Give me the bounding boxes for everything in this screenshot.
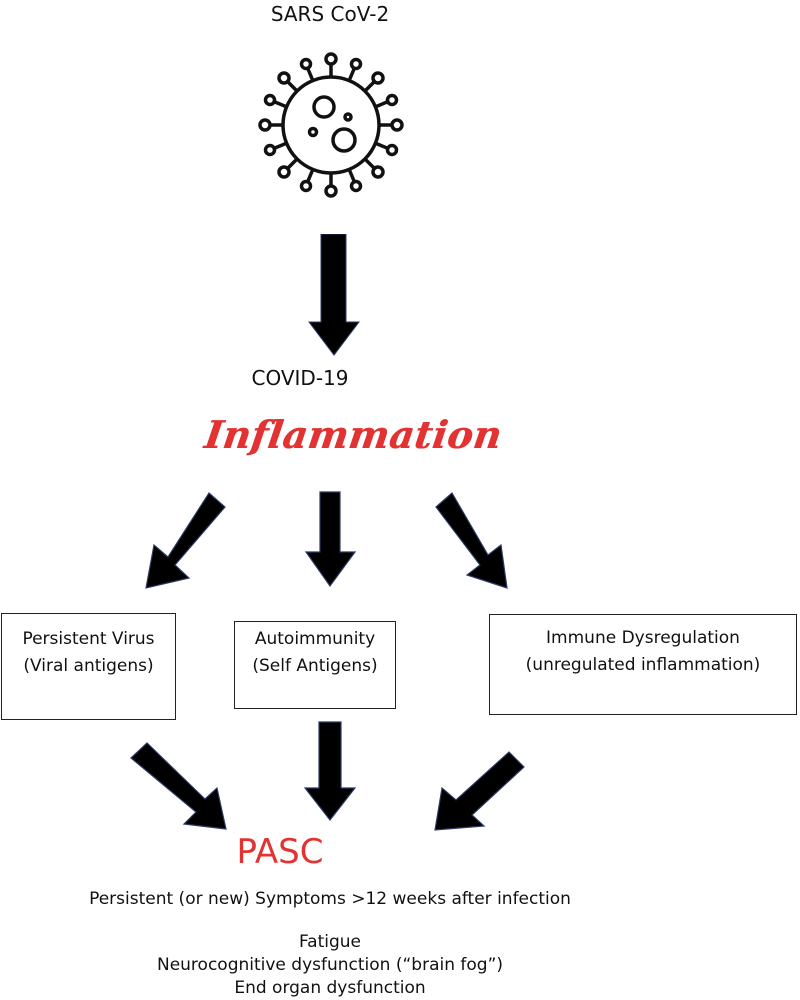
mechanism-box-immune-dysregulation: Immune Dysregulation (unregulated inflam… — [489, 614, 797, 715]
diagram-title: SARS CoV-2 — [270, 2, 390, 26]
disease-label: COVID-19 — [251, 366, 349, 390]
mechanism-box-persistent-virus: Persistent Virus (Viral antigens) — [1, 613, 176, 720]
outcome-label: PASC — [236, 832, 324, 872]
mechanism-detail: (unregulated inflammation) — [525, 655, 761, 675]
mechanism-detail: (Viral antigens) — [23, 656, 154, 676]
symptom-list: Fatigue Neurocognitive dysfunction (“bra… — [100, 931, 560, 1000]
mechanism-name: Autoimmunity — [254, 629, 376, 649]
symptom-item: Neurocognitive dysfunction (“brain fog”) — [156, 955, 504, 975]
mechanism-box-autoimmunity: Autoimmunity (Self Antigens) — [234, 621, 396, 709]
outcome-definition: Persistent (or new) Symptoms >12 weeks a… — [89, 889, 571, 909]
virus-icon — [255, 52, 407, 202]
mechanism-name: Immune Dysregulation — [546, 628, 740, 648]
mechanism-name: Persistent Virus — [22, 629, 155, 649]
arrow-down-main — [308, 234, 360, 356]
mechanism-detail: (Self Antigens) — [252, 656, 378, 676]
symptom-item: Fatigue — [298, 932, 362, 952]
symptom-item: End organ dysfunction — [234, 978, 426, 998]
